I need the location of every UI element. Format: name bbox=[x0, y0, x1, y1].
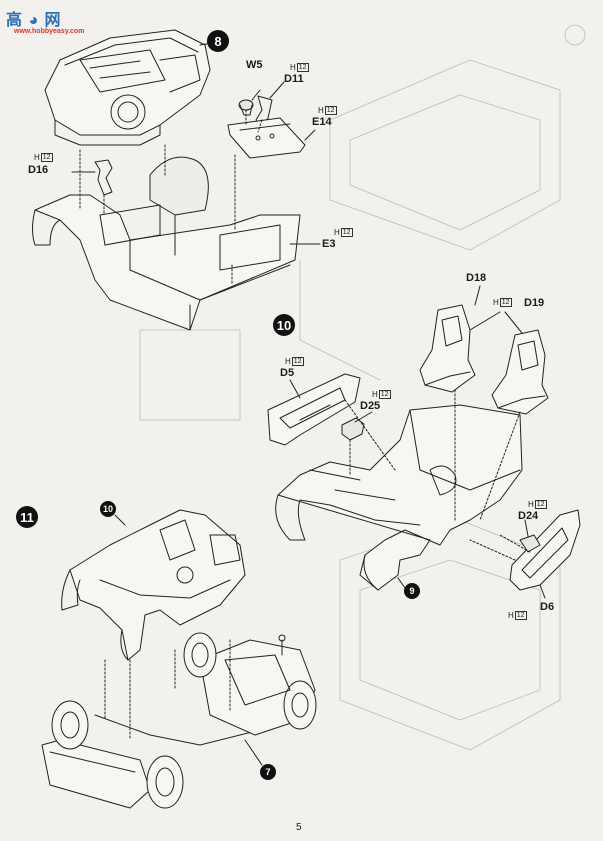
part-code-h: H bbox=[508, 610, 514, 620]
step-10-reference-marker: 10 bbox=[100, 501, 116, 517]
step-11-marker: 11 bbox=[16, 506, 38, 528]
step10-panel-d6 bbox=[509, 509, 581, 591]
part-code-number: 12 bbox=[296, 63, 309, 72]
part-label-d24: D24 bbox=[518, 510, 539, 522]
part-label-d19: D19 bbox=[524, 297, 545, 309]
step8-callouts bbox=[71, 41, 321, 245]
part-code-h: H bbox=[285, 356, 291, 366]
step11-chassis bbox=[41, 632, 317, 809]
step-10-number: 10 bbox=[276, 317, 292, 333]
part-code-number: 12 bbox=[40, 153, 53, 162]
step-7-reference-marker: 7 bbox=[260, 764, 276, 780]
step11-tub bbox=[61, 509, 246, 661]
part-code-number: 12 bbox=[534, 500, 547, 509]
part-code-h: H bbox=[372, 389, 378, 399]
part-code-h: H bbox=[318, 105, 324, 115]
part-code-number: 12 bbox=[378, 390, 391, 399]
step10-part-d24 bbox=[519, 534, 541, 553]
part-code-h: H bbox=[528, 499, 534, 509]
step-8-marker: 8 bbox=[207, 30, 229, 52]
step-7-reference-number: 7 bbox=[265, 767, 271, 777]
step8-small-parts bbox=[94, 95, 306, 196]
part-code-number: 12 bbox=[499, 298, 512, 307]
step10-leader-lines bbox=[344, 389, 531, 561]
part-label-e3: E3 bbox=[322, 238, 336, 250]
part-code-h: H bbox=[34, 152, 40, 162]
step10-seat-d18 bbox=[419, 304, 476, 393]
part-label-d25: D25 bbox=[360, 400, 381, 412]
part-label-e14: E14 bbox=[312, 116, 332, 128]
step10-seat-d19 bbox=[491, 329, 549, 415]
step-8-number: 8 bbox=[214, 33, 222, 49]
step10-tub bbox=[275, 404, 523, 591]
part-code-h: H bbox=[493, 297, 499, 307]
step11-callouts bbox=[114, 514, 263, 766]
step-9-reference-number: 9 bbox=[409, 586, 415, 596]
part-label-w5: W5 bbox=[246, 59, 263, 71]
page-number: 5 bbox=[296, 822, 302, 833]
part-label-d18: D18 bbox=[466, 272, 487, 284]
step-11-number: 11 bbox=[20, 509, 34, 525]
part-code-number: 12 bbox=[340, 228, 353, 237]
part-label-d5: D5 bbox=[280, 367, 295, 379]
step8-leader-lines bbox=[79, 109, 263, 286]
watermark-logo: 高 ◕ 网 www.hobbyeasy.com bbox=[6, 6, 84, 35]
part-label-d16: D16 bbox=[28, 164, 49, 176]
step8-dashboard bbox=[44, 29, 211, 146]
part-label-d11: D11 bbox=[284, 73, 304, 85]
part-code-number: 12 bbox=[324, 106, 337, 115]
step8-floor-tub bbox=[32, 156, 301, 331]
step11-leader-lines bbox=[104, 639, 231, 741]
step-10-reference-number: 10 bbox=[102, 504, 113, 514]
part-code-h: H bbox=[334, 227, 340, 237]
step-10-marker: 10 bbox=[273, 314, 295, 336]
part-code-number: 12 bbox=[514, 611, 527, 620]
watermark-text: 高 ◕ 网 bbox=[6, 12, 62, 29]
step10-callouts bbox=[289, 285, 546, 599]
step-9-reference-marker: 9 bbox=[404, 583, 420, 599]
watermark-url: www.hobbyeasy.com bbox=[14, 28, 85, 35]
step10-part-d25 bbox=[341, 417, 365, 441]
part-code-h: H bbox=[290, 62, 296, 72]
part-code-number: 12 bbox=[291, 357, 304, 366]
part-label-d6: D6 bbox=[540, 601, 555, 613]
